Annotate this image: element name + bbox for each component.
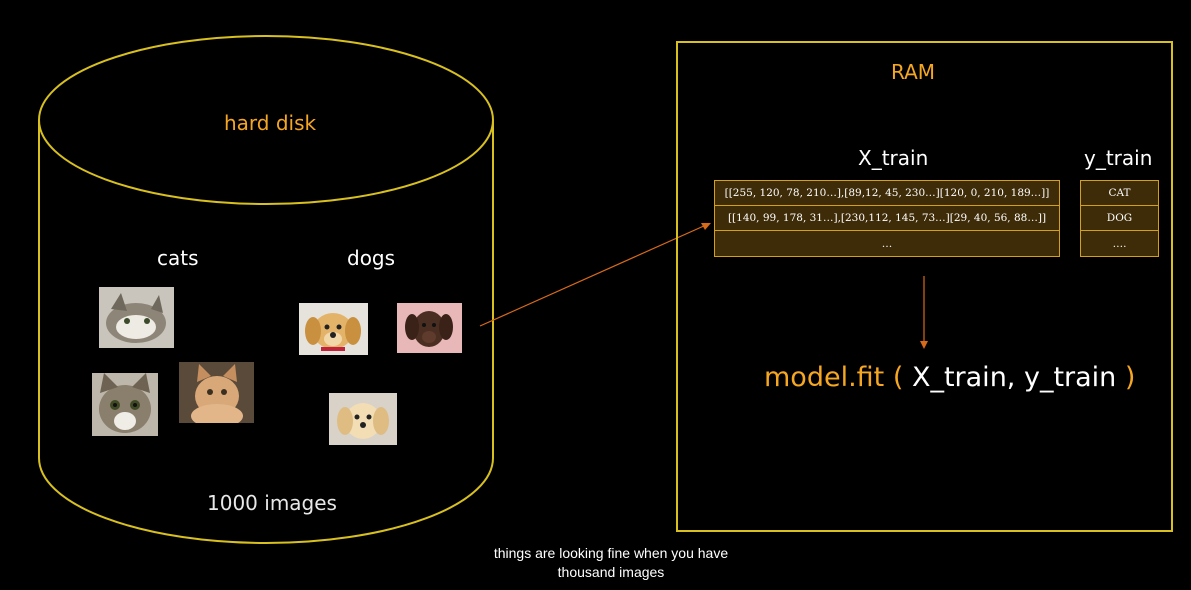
load-arrow-head: [701, 223, 711, 230]
model-fit-call: model.fit ( X_train, y_train ): [764, 362, 1135, 393]
disk-title: hard disk: [224, 111, 317, 135]
disk-body: [38, 120, 494, 544]
x-train-row: …: [881, 237, 893, 250]
load-arrow-line: [479, 224, 707, 327]
y-train-row: CAT: [1081, 181, 1158, 206]
caption-line-1: things are looking fine when you have: [493, 545, 729, 561]
image-count-label: 1000 images: [207, 491, 337, 515]
close-paren: ): [1124, 362, 1136, 393]
y-train-table: CAT DOG ….: [1080, 180, 1159, 257]
model-fit-args: X_train, y_train: [903, 362, 1125, 393]
x-train-table: [[255, 120, 78, 210…],[89,12, 45, 230…][…: [714, 180, 1060, 257]
x-train-row: [[140, 99, 178, 31…],[230,112, 145, 73…]…: [715, 206, 1059, 231]
model-fit-function: model.fit: [764, 362, 885, 393]
caption-line-2: thousand images: [557, 564, 665, 580]
dog-image-2: [397, 303, 462, 353]
cat-image-2: [92, 373, 158, 436]
cat-image-1: [99, 287, 174, 348]
ram-title: RAM: [891, 60, 936, 84]
cats-label: cats: [157, 246, 199, 270]
x-train-row: [[255, 120, 78, 210…],[89,12, 45, 230…][…: [715, 181, 1059, 206]
dog-image-1: [299, 303, 368, 355]
open-paren: (: [884, 362, 904, 393]
dogs-label: dogs: [347, 246, 396, 270]
disk-top: [38, 35, 494, 205]
fit-arrow-head: [920, 341, 928, 349]
y-train-header: y_train: [1084, 146, 1153, 170]
cat-image-3: [179, 362, 254, 423]
ram-box: [676, 41, 1173, 532]
x-train-header: X_train: [858, 146, 929, 170]
dog-image-3: [329, 393, 397, 445]
y-train-row: DOG: [1081, 206, 1158, 231]
y-train-row: ….: [1112, 237, 1127, 250]
subtitle-caption: things are looking fine when you have th…: [396, 544, 826, 582]
